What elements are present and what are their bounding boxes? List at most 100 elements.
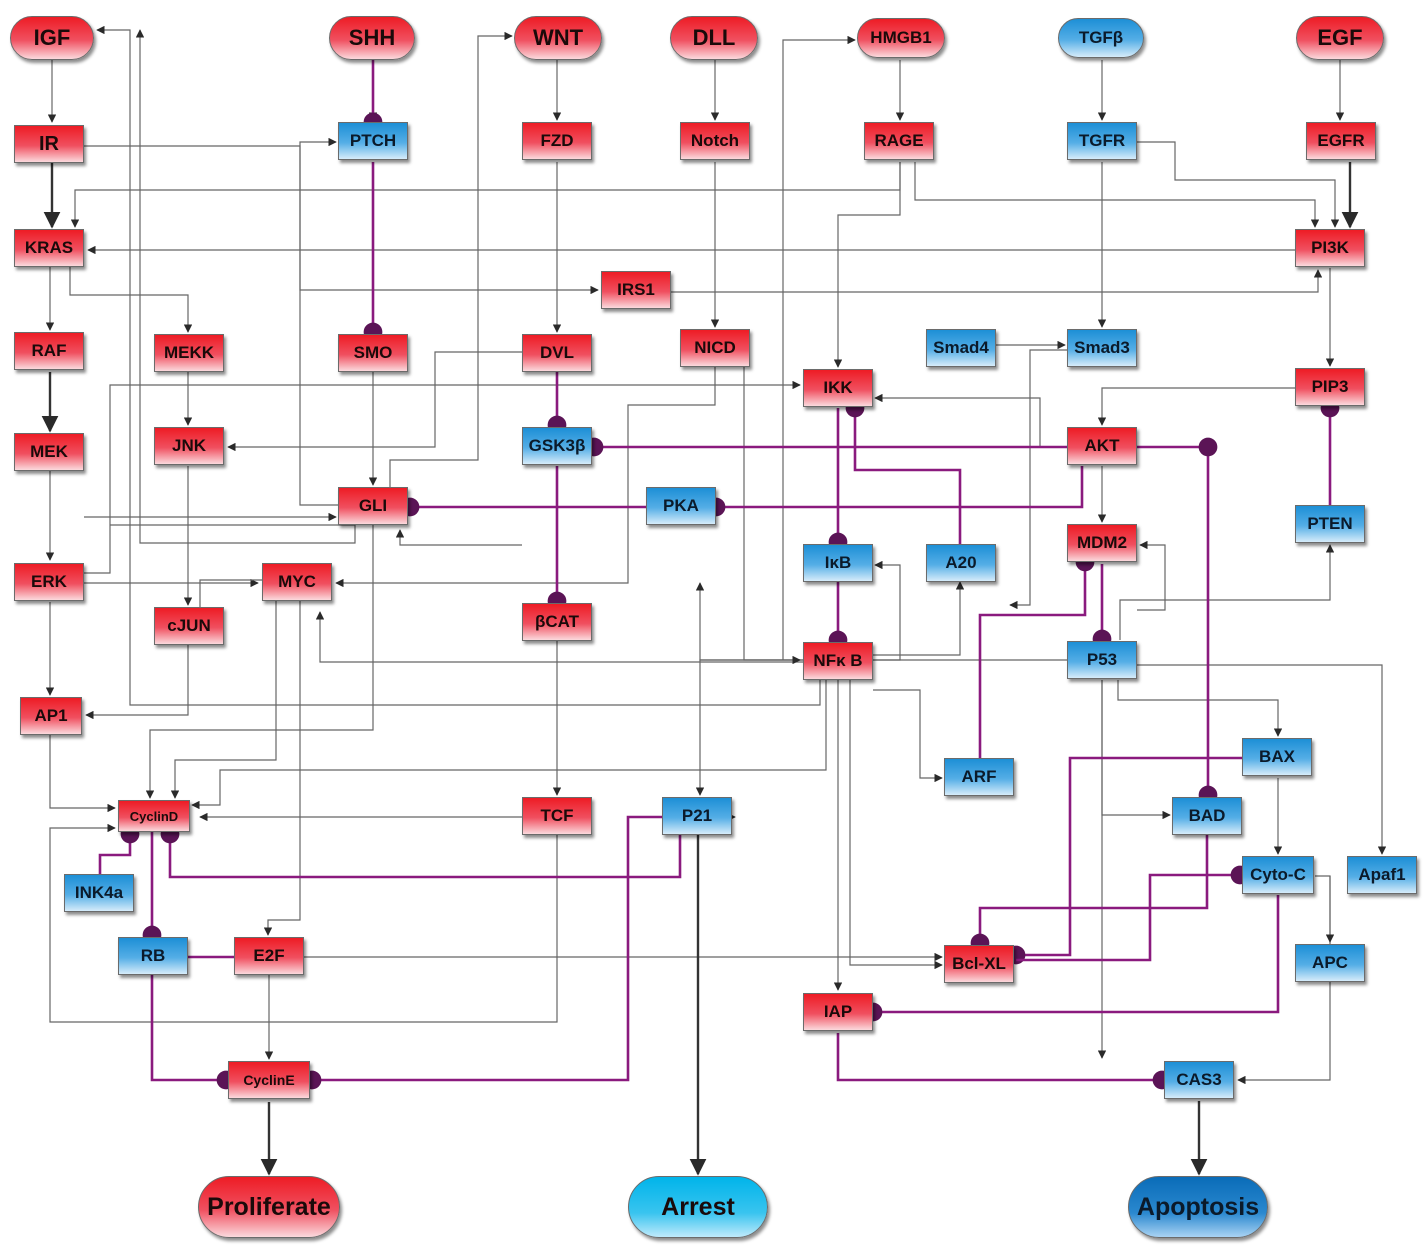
ikk-node: IKK xyxy=(803,369,873,407)
edge-kras-mekk xyxy=(69,266,193,333)
edge-nfkb-hmgb1 xyxy=(782,35,856,660)
bclxl-node: Bcl-XL xyxy=(944,945,1014,983)
fzd-node: FZD xyxy=(522,122,592,160)
edge-ap1-cyclind xyxy=(49,735,116,813)
edge-dvl-gli xyxy=(395,529,522,546)
egfr-node: EGFR xyxy=(1306,122,1376,160)
smad3-node: Smad3 xyxy=(1067,329,1137,367)
apaf1-node: Apaf1 xyxy=(1347,856,1417,894)
edge-nicd-nfkb xyxy=(743,367,801,665)
bcat-node: βCAT xyxy=(522,603,592,641)
apoptosis-outcome: Apoptosis xyxy=(1128,1176,1268,1238)
tcf-node: TCF xyxy=(522,797,592,835)
edge-p53-pten xyxy=(1119,544,1335,640)
edge-irs1-pi3k xyxy=(671,269,1323,293)
akt-node: AKT xyxy=(1067,427,1137,465)
apc-node: APC xyxy=(1295,944,1365,982)
edge-nfkb-ikb xyxy=(873,560,901,661)
edge-rage-pi3k xyxy=(914,162,1320,228)
edge-bax-bclxl xyxy=(1006,756,1242,965)
iap-node: IAP xyxy=(803,993,873,1031)
irs1-node: IRS1 xyxy=(601,271,671,309)
gsk3b-node: GSK3β xyxy=(522,427,592,465)
edge-nfkb-igf xyxy=(96,25,821,706)
bad-node: BAD xyxy=(1172,797,1242,835)
mek-node: MEK xyxy=(14,433,84,471)
edge-akt-pka xyxy=(706,466,1084,517)
edge-gli-wnt xyxy=(389,31,513,487)
edge-tgfr-pi3k xyxy=(1137,141,1340,228)
edge-nicd-myc xyxy=(335,367,716,588)
proliferate-outcome: Proliferate xyxy=(198,1176,340,1238)
edge-p21-cycline xyxy=(302,815,662,1090)
edge-myc-erk xyxy=(195,579,262,621)
pka-node: PKA xyxy=(646,487,716,525)
raf-node: RAF xyxy=(14,332,84,370)
edge-p53-apaf1 xyxy=(1130,664,1387,855)
edge-p21-cyclind xyxy=(160,824,682,879)
egf-node: EGF xyxy=(1296,16,1384,60)
edge-nfkb-arf xyxy=(873,689,943,783)
edge-nfkb-bclxl xyxy=(849,680,943,970)
myc-node: MYC xyxy=(262,563,332,601)
edge-ir-irs1 xyxy=(84,145,599,295)
ink4a-node: INK4a xyxy=(64,874,134,912)
igf-node: IGF xyxy=(10,16,94,60)
edge-a20-ikk xyxy=(845,398,962,544)
edge-p53-bax xyxy=(1117,680,1283,737)
hmgb1-node: HMGB1 xyxy=(857,18,945,58)
cas3-node: CAS3 xyxy=(1164,1061,1234,1099)
arrest-outcome: Arrest xyxy=(628,1176,768,1238)
gli-node: GLI xyxy=(338,487,408,525)
edge-erk-ikk xyxy=(84,380,801,574)
ir-node: IR xyxy=(14,125,84,163)
ikb-node: IκB xyxy=(803,544,873,582)
edge-p53-p21 xyxy=(695,659,1067,796)
mdm2-node: MDM2 xyxy=(1067,524,1137,562)
edge-nfkb-cyclind xyxy=(191,680,827,810)
edge-iap-cas3 xyxy=(836,1033,1172,1090)
p53-node: P53 xyxy=(1067,641,1137,679)
cjun-node: cJUN xyxy=(154,607,224,645)
pten-node: PTEN xyxy=(1295,505,1365,543)
edge-nfkb-myc xyxy=(315,611,803,663)
edge-rage-kras xyxy=(70,162,901,228)
edge-gli-igf-line xyxy=(110,29,356,544)
edge-gli-cyclind xyxy=(145,525,374,799)
edge-nfkb-a20 xyxy=(873,581,965,656)
edge-cytoc-iap xyxy=(863,895,1280,1022)
ptch-node: PTCH xyxy=(338,122,408,160)
edge-myc-cyclind xyxy=(170,600,277,799)
nfkb-node: NFκ B xyxy=(803,642,873,680)
edge-tcf-loop xyxy=(49,823,558,1023)
wnt-node: WNT xyxy=(514,16,602,60)
dvl-node: DVL xyxy=(522,334,592,372)
rb-node: RB xyxy=(118,937,188,975)
dll-node: DLL xyxy=(670,16,758,60)
nicd-node: NICD xyxy=(680,329,750,367)
smad4-node: Smad4 xyxy=(926,329,996,367)
p21-node: P21 xyxy=(662,797,732,835)
edge-gli-ptch xyxy=(299,137,340,506)
tgfr-node: TGFR xyxy=(1067,122,1137,160)
shh-node: SHH xyxy=(329,16,415,60)
cycline-node: CyclinE xyxy=(228,1061,310,1099)
cyclind-node: CyclinD xyxy=(118,800,190,832)
pi3k-node: PI3K xyxy=(1295,229,1365,267)
rage-node: RAGE xyxy=(864,122,934,160)
jnk-node: JNK xyxy=(154,427,224,465)
edge-ink4a-cyclind xyxy=(98,824,140,874)
edge-bclxl-cytoc xyxy=(1016,865,1250,962)
kras-node: KRAS xyxy=(14,229,84,267)
pip3-node: PIP3 xyxy=(1295,368,1365,406)
edge-akt-ikk xyxy=(874,393,1067,448)
bax-node: BAX xyxy=(1242,738,1312,776)
e2f-node: E2F xyxy=(234,937,304,975)
edge-rb-cycline xyxy=(150,975,236,1090)
a20-node: A20 xyxy=(926,544,996,582)
arf-node: ARF xyxy=(944,758,1014,796)
edge-myc-e2f xyxy=(263,600,301,936)
tgfb-node: TGFβ xyxy=(1058,18,1144,58)
